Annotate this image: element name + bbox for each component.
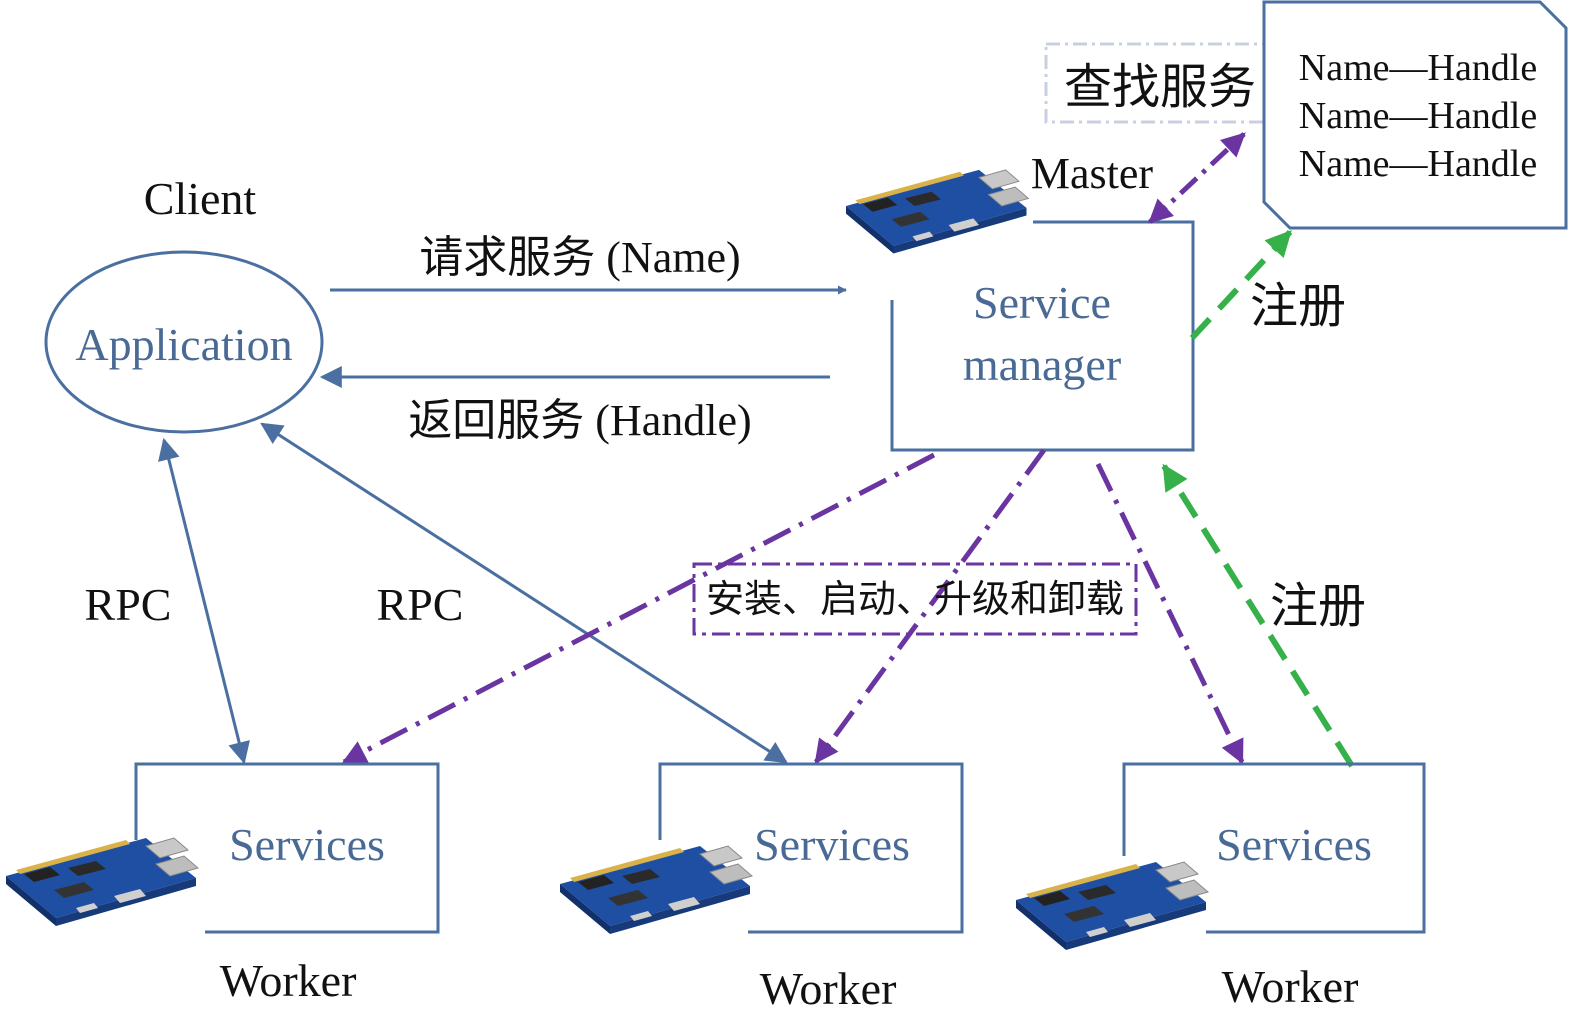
register-label-top: 注册: [1250, 280, 1346, 333]
register-label-right: 注册: [1270, 580, 1366, 633]
client-title: Client: [144, 173, 257, 224]
worker-1-caption: Worker: [220, 955, 357, 1006]
worker-2-caption: Worker: [760, 963, 897, 1014]
request-label: 请求服务 (Name): [419, 233, 740, 282]
deploy-arrow-1: [341, 452, 936, 765]
worker-2: Services Worker: [559, 762, 964, 1014]
service-manager-line1: Service: [973, 277, 1111, 328]
master-board-icon: [845, 169, 1029, 254]
worker-2-box: [658, 762, 964, 934]
worker-2-services-label: Services: [754, 819, 910, 870]
registry-entry-3: Name—Handle: [1299, 143, 1537, 185]
deploy-label: 安装、启动、升级和卸载: [706, 579, 1124, 621]
lookup-label: 查找服务: [1064, 61, 1256, 114]
registry-document: [1262, 0, 1568, 230]
registry-entry-1: Name—Handle: [1299, 47, 1537, 89]
worker-3-services-label: Services: [1216, 819, 1372, 870]
service-manager-box: [890, 220, 1195, 452]
lookup-arrow: [1148, 132, 1246, 224]
application-label: Application: [75, 319, 292, 370]
worker-1-services-label: Services: [229, 819, 385, 870]
worker-3-box: [1122, 762, 1426, 934]
worker-1-board-icon: [5, 837, 199, 927]
rpc-arrow-right: [260, 422, 788, 764]
master-title: Master: [1031, 149, 1154, 198]
rpc-label-left: RPC: [85, 579, 172, 630]
registry-entry-2: Name—Handle: [1299, 95, 1537, 137]
worker-3-board-icon: [1015, 861, 1209, 951]
deploy-arrow-3: [1095, 462, 1245, 765]
rpc-arrow-left: [158, 437, 250, 765]
worker-1: Services Worker: [5, 762, 440, 1006]
worker-2-board-icon: [559, 845, 753, 935]
application-node: [44, 250, 324, 434]
register-arrow-top: [1189, 229, 1293, 341]
deploy-label-box: [692, 562, 1138, 636]
deploy-arrow-2: [813, 448, 1047, 764]
worker-3-caption: Worker: [1222, 961, 1359, 1012]
worker-1-box: [134, 762, 440, 934]
service-manager-line2: manager: [963, 339, 1121, 390]
register-arrow-right: [1161, 463, 1355, 768]
rpc-label-right: RPC: [377, 579, 464, 630]
worker-3: Services Worker: [1015, 762, 1426, 1012]
return-label: 返回服务 (Handle): [408, 396, 751, 445]
